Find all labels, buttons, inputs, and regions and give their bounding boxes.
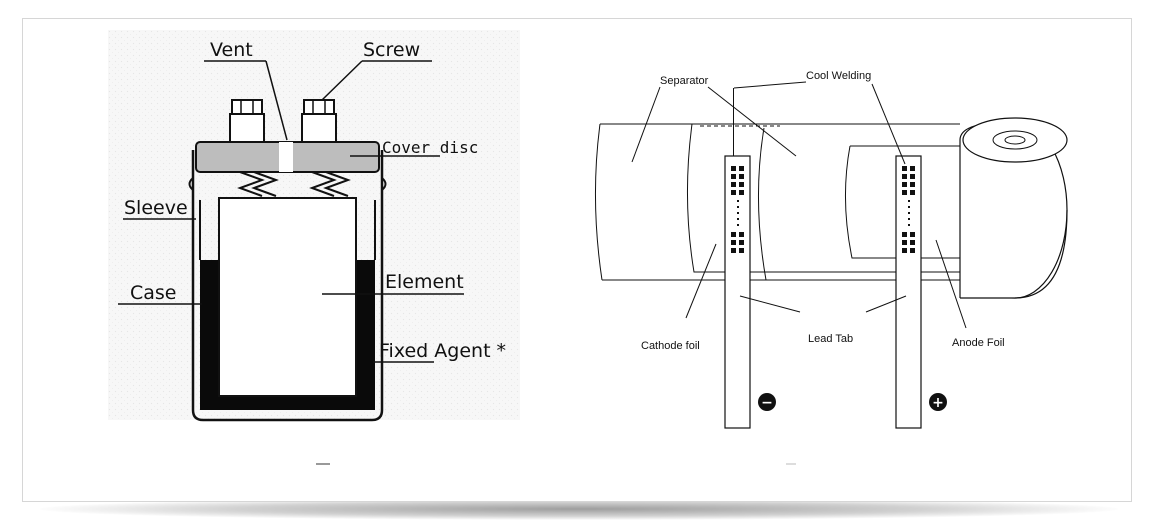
lead-tab-positive: [895, 155, 922, 429]
positive-symbol: +: [929, 393, 947, 411]
label-fixed-agent: Fixed Agent *: [379, 340, 506, 362]
element-body: [218, 197, 357, 397]
label-cover-disc: Cover disc: [382, 138, 478, 157]
weld-marks-positive: [902, 166, 915, 253]
terminal-left: [229, 99, 265, 143]
svg-text:−: −: [761, 395, 773, 411]
label-anode-foil: Anode Foil: [952, 337, 1005, 349]
roll-top: [962, 117, 1068, 163]
label-lead-tab: Lead Tab: [808, 333, 853, 345]
weld-marks-negative: [731, 166, 744, 253]
terminal-right: [301, 99, 337, 143]
lead-tab-negative: [724, 155, 751, 429]
label-element: Element: [385, 271, 464, 293]
lead-zigzag-right: [309, 171, 337, 197]
label-vent: Vent: [210, 39, 253, 61]
case-wall: [200, 260, 375, 410]
negative-symbol: −: [758, 393, 776, 411]
label-case: Case: [130, 282, 177, 304]
sleeve-outline: [191, 150, 384, 422]
capacitor-diagram: Vent Screw Cover disc Sleeve Case Elemen…: [108, 30, 520, 465]
vent-hole: [279, 142, 293, 172]
label-sleeve: Sleeve: [124, 197, 188, 219]
label-screw: Screw: [363, 39, 420, 61]
lead-zigzag-left: [237, 171, 265, 197]
svg-text:+: +: [932, 395, 944, 411]
winding-diagram: Separator Cool Welding Cathode foil Lead…: [594, 70, 1068, 465]
label-cool-welding: Cool Welding: [806, 70, 871, 82]
card-shadow: [40, 498, 1118, 520]
label-cathode-foil: Cathode foil: [641, 340, 700, 352]
label-separator: Separator: [660, 75, 709, 87]
